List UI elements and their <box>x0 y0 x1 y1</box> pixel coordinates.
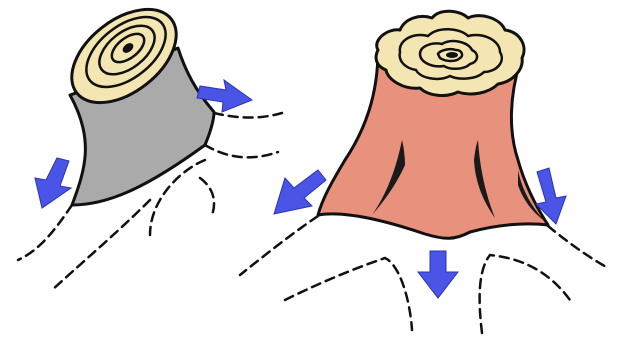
arrow-icon <box>35 158 71 208</box>
arrow-icon <box>274 170 326 214</box>
root-line <box>200 178 214 215</box>
right-stump <box>240 11 608 333</box>
left-stump <box>18 0 282 290</box>
root-line <box>480 255 570 333</box>
root-line <box>205 145 278 157</box>
root-line <box>18 205 72 260</box>
root-line <box>214 113 282 118</box>
root-line <box>548 226 608 268</box>
arrow-icon <box>418 251 458 298</box>
right-stump-top <box>376 11 524 95</box>
root-line <box>240 216 318 275</box>
root-line <box>285 258 412 330</box>
